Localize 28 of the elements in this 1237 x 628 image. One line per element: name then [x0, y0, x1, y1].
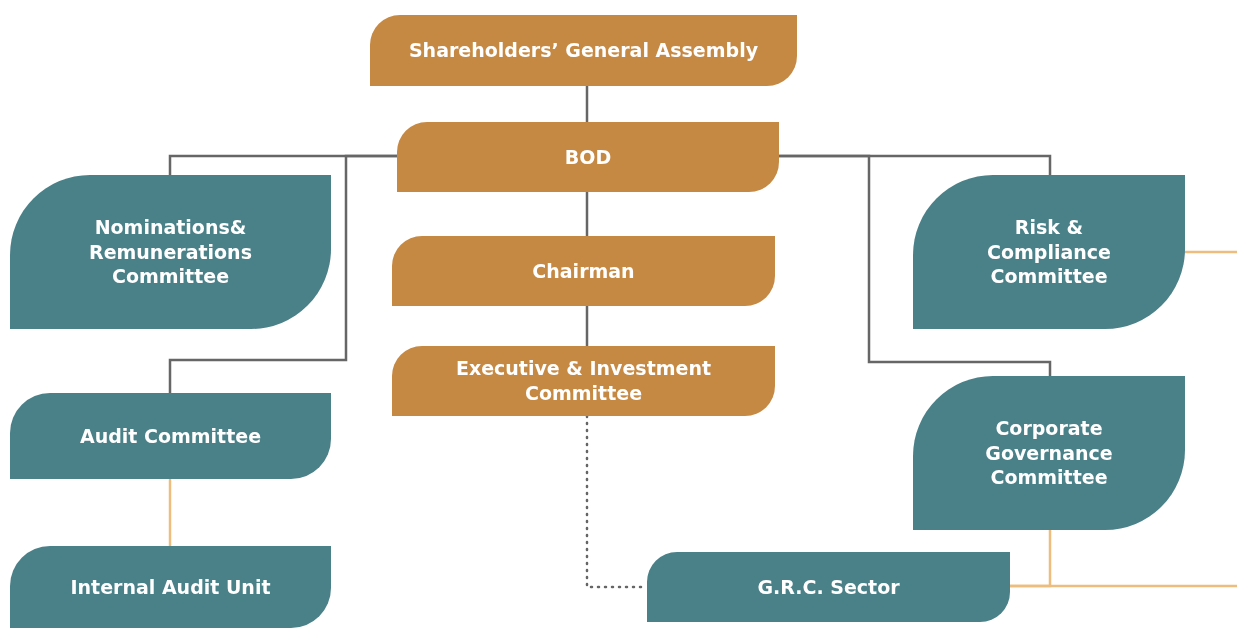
connector-line [168, 154, 397, 393]
node-label: Audit Committee [79, 423, 262, 449]
chairman-box [392, 236, 775, 306]
connector-line [585, 86, 589, 122]
assembly-box [370, 15, 797, 86]
node-label: G.R.C. Sector [757, 574, 900, 600]
committee-box [10, 393, 331, 479]
board-box [397, 122, 779, 192]
committee-box [913, 175, 1185, 329]
node-label: Nominations& Remunerations Committee [88, 214, 253, 290]
node-label: Executive & Investment Committee [454, 356, 713, 406]
committee-box [392, 346, 775, 416]
connector-line [585, 192, 589, 236]
node-label: Shareholders’ General Assembly [408, 38, 759, 63]
node-label: Chairman [532, 258, 635, 284]
connector-line [779, 154, 1052, 376]
connector-line [1010, 584, 1237, 588]
node-label: BOD [564, 144, 612, 170]
node-label: Risk & Compliance Committee [986, 214, 1112, 290]
connector-line [168, 479, 172, 546]
node-label: Internal Audit Unit [70, 574, 271, 600]
committee-box [10, 175, 331, 329]
connector-line [585, 306, 589, 346]
sector-box [647, 552, 1010, 622]
unit-box [10, 546, 331, 628]
committee-box [913, 376, 1185, 530]
node-label: Corporate Governance Committee [984, 415, 1114, 491]
connector-line [1185, 250, 1237, 254]
